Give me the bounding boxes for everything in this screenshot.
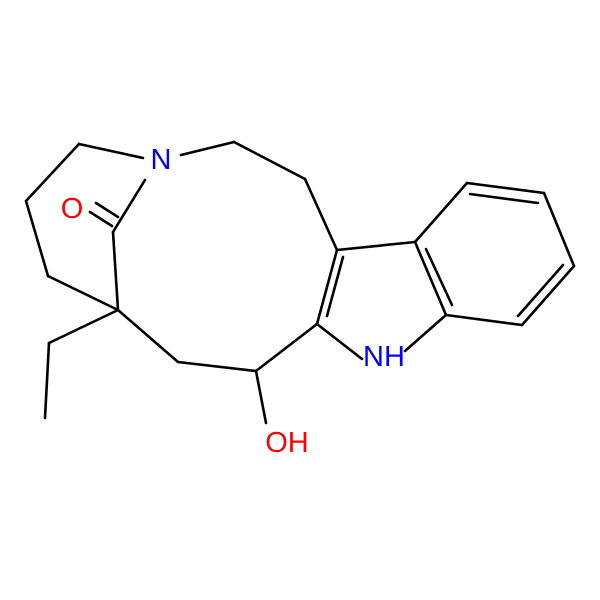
- bond-ch2-choh: [176, 360, 258, 373]
- bond-ch2-ch2: [232, 140, 307, 181]
- bond-cq-propyl: [46, 274, 120, 312]
- bond-benz-2: [465, 181, 546, 195]
- bond-ethyl-ch2: [47, 308, 120, 345]
- bond-cq-ketone: [111, 230, 120, 312]
- ketone-oxygen-label: O: [61, 193, 84, 225]
- bond-c2-c3: [315, 248, 339, 326]
- bond-carbonyl-b: [94, 201, 120, 219]
- bond-benz-3: [542, 191, 576, 268]
- bond-chain-1: [24, 199, 50, 278]
- bond-c3a-c7a: [413, 240, 448, 317]
- bond-chain-n: [77, 142, 145, 160]
- bond-benz-4-inner: [516, 263, 565, 318]
- bond-benz-4: [520, 264, 576, 327]
- bond-n-ch2: [179, 140, 236, 157]
- amine-nitrogen-label: N: [151, 144, 172, 176]
- bond-c2-c3-inner: [325, 255, 345, 318]
- bond-benz-6-inner: [424, 247, 454, 307]
- hydroxyl-label: OH: [265, 427, 309, 459]
- bond-choh-oh: [254, 369, 268, 425]
- bond-carbonyl-a: [88, 210, 114, 228]
- indole-nh-label: NH: [363, 341, 405, 373]
- bond-amide: [111, 178, 147, 234]
- bond-ethyl-ch3: [43, 341, 51, 420]
- bond-benz-5: [444, 313, 524, 327]
- bond-benz-2-inner: [468, 192, 540, 205]
- bond-benz-1: [413, 181, 469, 244]
- bond-cq-ch2: [116, 308, 180, 364]
- bond-nh-c2: [315, 322, 364, 361]
- bond-c7a-nh: [403, 313, 448, 353]
- bond-chain-2: [24, 142, 81, 203]
- bond-ch2-c3: [303, 177, 339, 252]
- bond-choh-c2: [254, 322, 319, 373]
- bond-c3-c3a: [335, 240, 417, 252]
